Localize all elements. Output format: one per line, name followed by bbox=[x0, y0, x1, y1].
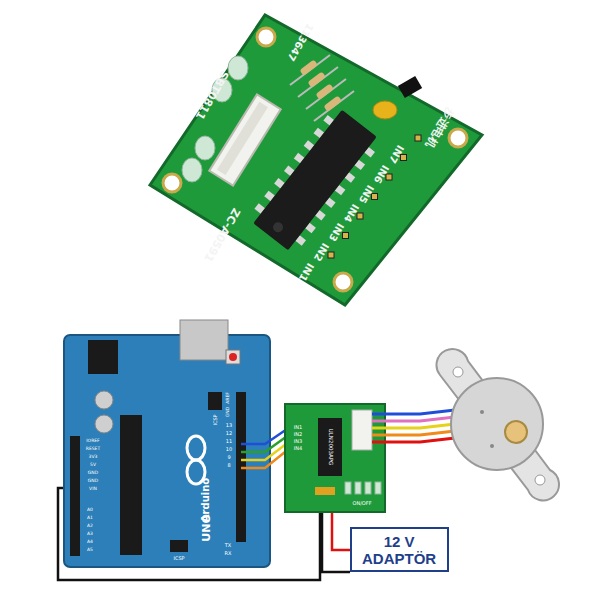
pin-label: IOREF bbox=[86, 439, 99, 444]
pin-label: GND bbox=[226, 407, 231, 417]
pin-label: 13 bbox=[226, 423, 232, 428]
atmega-chip bbox=[120, 415, 142, 555]
mount-hole bbox=[163, 174, 181, 192]
power-gnd-wire bbox=[322, 512, 350, 572]
pin-label: RX bbox=[225, 551, 232, 556]
uln2003-chip bbox=[247, 105, 383, 255]
pin-header bbox=[328, 135, 421, 258]
pin-label: 9 bbox=[227, 455, 230, 460]
arduino-logo bbox=[187, 436, 205, 484]
pin-label: IN2 bbox=[294, 432, 302, 437]
motor-wires bbox=[372, 410, 455, 442]
jumper bbox=[398, 76, 422, 98]
adapter-label: 12 V ADAPTÖR bbox=[362, 533, 436, 568]
icsp-header bbox=[170, 540, 188, 552]
uln2003-chip bbox=[318, 418, 342, 476]
header-pin bbox=[415, 135, 421, 141]
usb-port bbox=[180, 320, 228, 360]
pin-label: VIN bbox=[89, 487, 97, 492]
reset-button bbox=[226, 350, 240, 364]
mount-hole bbox=[257, 28, 275, 46]
led-group bbox=[345, 482, 381, 494]
pin-label: ICSP bbox=[213, 414, 218, 425]
header-pin bbox=[357, 213, 363, 219]
pin-label: ON/OFF bbox=[352, 501, 371, 506]
pin-label: RESET bbox=[86, 447, 100, 452]
pin-label: 8 bbox=[227, 463, 230, 468]
header-pin bbox=[401, 155, 407, 161]
motor-connector bbox=[209, 94, 280, 185]
mount-hole bbox=[449, 129, 467, 147]
stepper-motor bbox=[437, 349, 559, 500]
pin-label: A5 bbox=[87, 548, 93, 553]
mount-hole bbox=[334, 273, 352, 291]
pin-label: 12 bbox=[226, 431, 232, 436]
power-wire bbox=[332, 512, 350, 550]
pin-label: 10 bbox=[226, 447, 232, 452]
driver-module bbox=[285, 404, 385, 512]
header-pin bbox=[328, 252, 334, 258]
pin-label: IN3 bbox=[294, 439, 302, 444]
header-pin bbox=[343, 233, 349, 239]
pin-label: 11 bbox=[226, 439, 232, 444]
header-pin bbox=[372, 194, 378, 200]
pin-label: AREF bbox=[226, 392, 231, 404]
signal-wires bbox=[241, 427, 290, 468]
pin-label: A2 bbox=[87, 524, 93, 529]
pin-label: A3 bbox=[87, 532, 93, 537]
capacitor bbox=[95, 391, 113, 409]
pin-label: GND bbox=[88, 471, 98, 476]
capacitor bbox=[95, 415, 113, 433]
arduino-board bbox=[64, 335, 270, 567]
pin-label: ULN2003APG bbox=[327, 429, 333, 466]
reset-button bbox=[229, 353, 237, 361]
pin-label: TX bbox=[225, 543, 231, 548]
pin-label: A4 bbox=[87, 540, 93, 545]
pin-label: IN4 bbox=[294, 446, 302, 451]
header-pin bbox=[386, 174, 392, 180]
pin-label: UNO bbox=[201, 514, 212, 542]
pin-label: 3V3 bbox=[89, 455, 98, 460]
resistor-symbol bbox=[290, 55, 354, 121]
pin-label: GND bbox=[88, 479, 98, 484]
power-jack bbox=[88, 340, 118, 374]
pin-label: 5V bbox=[90, 463, 96, 468]
pin-label: A0 bbox=[87, 508, 93, 513]
pcb-board bbox=[150, 15, 482, 305]
capacitor bbox=[373, 101, 397, 119]
jumper bbox=[315, 487, 335, 495]
icsp-header bbox=[208, 392, 222, 410]
pin-label: IN1 bbox=[294, 425, 302, 430]
motor-connector bbox=[352, 410, 372, 450]
pin-label: A1 bbox=[87, 516, 93, 521]
adapter-box: 12 V ADAPTÖR bbox=[350, 527, 449, 572]
analog-header bbox=[70, 436, 80, 556]
pin-label: ICSP bbox=[173, 556, 184, 561]
